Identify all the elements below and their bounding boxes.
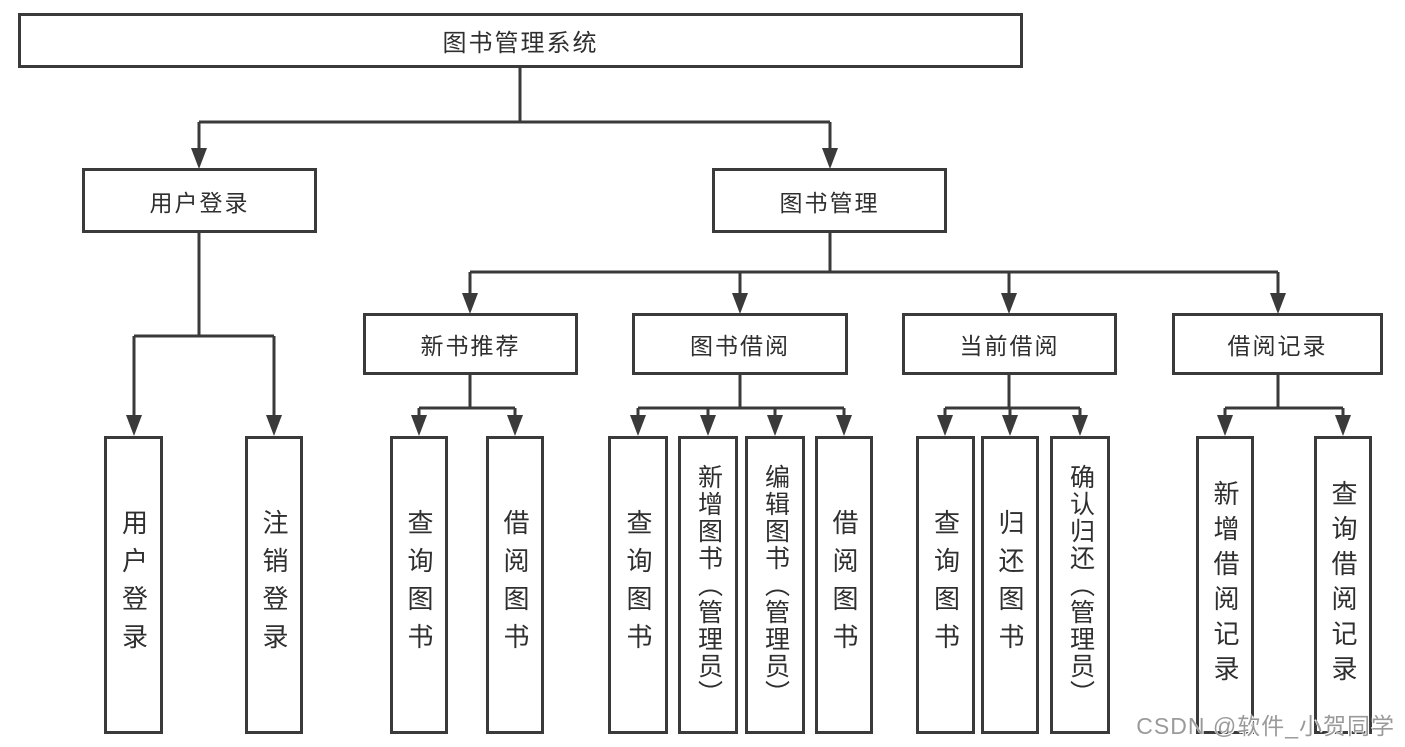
leaf-logout-label: 注销登录 bbox=[259, 509, 289, 661]
leaf-user-login: 用户登录 bbox=[104, 436, 163, 734]
node-user-login: 用户登录 bbox=[82, 168, 317, 233]
connector-book-mgmt bbox=[468, 233, 1280, 297]
leaf-add-book-admin-label: 新增图书（管理员） bbox=[694, 463, 723, 707]
connector-root bbox=[197, 68, 832, 152]
leaf-borrow-books-2: 借阅图书 bbox=[815, 436, 873, 734]
leaf-query-books-1-label: 查询图书 bbox=[404, 509, 434, 661]
leaf-query-borrow-record: 查询借阅记录 bbox=[1314, 436, 1372, 734]
node-borrowing-records: 借阅记录 bbox=[1172, 313, 1383, 375]
connector-user-login bbox=[132, 233, 276, 419]
leaf-borrow-books-1: 借阅图书 bbox=[486, 436, 544, 734]
leaf-add-borrow-record-label: 新增借阅记录 bbox=[1210, 480, 1240, 690]
leaf-query-books-3: 查询图书 bbox=[916, 436, 975, 734]
connector-records bbox=[1223, 375, 1345, 419]
leaf-user-login-label: 用户登录 bbox=[118, 509, 149, 661]
node-new-book-recommend: 新书推荐 bbox=[363, 313, 578, 375]
node-new-book-recommend-label: 新书推荐 bbox=[420, 333, 521, 359]
leaf-confirm-return-admin-label: 确认归还（管理员） bbox=[1066, 463, 1095, 707]
node-library-system-label: 图书管理系统 bbox=[442, 30, 599, 57]
leaf-return-book-label: 归还图书 bbox=[995, 509, 1025, 661]
node-library-system: 图书管理系统 bbox=[18, 13, 1023, 68]
leaf-borrow-books-1-label: 借阅图书 bbox=[500, 509, 530, 661]
leaf-edit-book-admin-label: 编辑图书（管理员） bbox=[761, 463, 790, 707]
leaf-confirm-return-admin: 确认归还（管理员） bbox=[1050, 436, 1110, 734]
node-borrowing-records-label: 借阅记录 bbox=[1227, 333, 1328, 359]
leaf-logout: 注销登录 bbox=[245, 436, 303, 734]
connector-current bbox=[943, 375, 1082, 419]
node-book-borrowing: 图书借阅 bbox=[632, 313, 848, 375]
node-user-login-label: 用户登录 bbox=[149, 189, 250, 216]
leaf-borrow-books-2-label: 借阅图书 bbox=[829, 509, 859, 661]
leaf-edit-book-admin: 编辑图书（管理员） bbox=[745, 436, 805, 734]
connector-new-book bbox=[417, 375, 517, 419]
leaf-query-books-1: 查询图书 bbox=[390, 436, 448, 734]
leaf-query-books-2: 查询图书 bbox=[608, 436, 668, 734]
arrowheads bbox=[126, 148, 1351, 436]
leaf-query-books-3-label: 查询图书 bbox=[930, 509, 961, 661]
connector-borrowing bbox=[636, 375, 846, 419]
leaf-add-book-admin: 新增图书（管理员） bbox=[678, 436, 738, 734]
node-book-management: 图书管理 bbox=[712, 168, 947, 233]
node-current-borrowing: 当前借阅 bbox=[902, 313, 1117, 375]
leaf-query-borrow-record-label: 查询借阅记录 bbox=[1328, 480, 1358, 690]
leaf-query-books-2-label: 查询图书 bbox=[623, 509, 653, 661]
leaf-return-book: 归还图书 bbox=[981, 436, 1039, 734]
leaf-add-borrow-record: 新增借阅记录 bbox=[1196, 436, 1254, 734]
node-current-borrowing-label: 当前借阅 bbox=[959, 333, 1060, 359]
node-book-borrowing-label: 图书借阅 bbox=[690, 333, 790, 359]
node-book-management-label: 图书管理 bbox=[779, 189, 880, 216]
watermark-csdn: CSDN @软件_小贺同学 bbox=[1136, 713, 1395, 739]
